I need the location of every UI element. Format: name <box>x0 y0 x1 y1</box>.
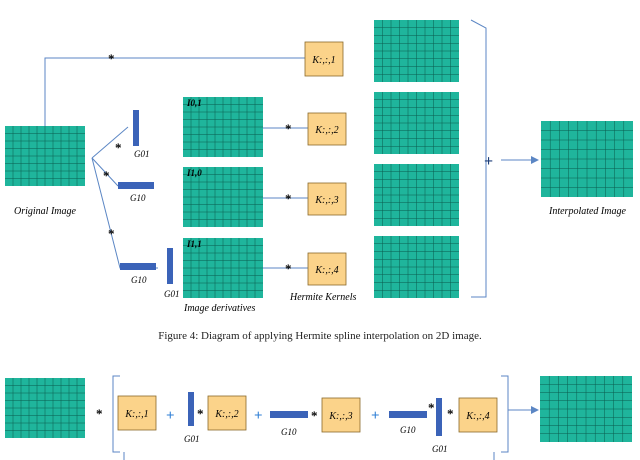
bottom-kernel-label-3: K:,:,3 <box>328 411 352 422</box>
star-op-6: * <box>285 191 292 206</box>
filter-g01-2-bar <box>167 248 173 284</box>
bottom-filter-g01-2-bar <box>436 398 442 436</box>
bottom-input-image <box>5 378 85 438</box>
bottom-plus-3: + <box>371 408 380 424</box>
star-op-7: * <box>285 261 292 276</box>
connectors-top <box>44 19 539 298</box>
bottom-filter-g01-2-label: G01 <box>432 444 448 454</box>
bottom-star-1: * <box>96 406 103 421</box>
kernel-box-4: K:,:,4 <box>307 252 347 286</box>
bottom-filter-g10-2-bar <box>389 411 427 418</box>
bottom-kernel-3: K:,:,3 <box>321 397 361 433</box>
bottom-star-2: * <box>197 406 204 421</box>
derivative-label-i11: I1,1 <box>186 239 202 249</box>
star-op-4: * <box>108 226 115 241</box>
derivative-label-i01: I0,1 <box>186 98 202 108</box>
filter-g10-2-bar <box>120 263 156 270</box>
bottom-brackets <box>112 375 539 460</box>
plus-op-top: + <box>484 153 493 170</box>
kernel-image-1 <box>374 20 459 82</box>
figure-caption: Figure 4: Diagram of applying Hermite sp… <box>158 330 482 342</box>
interpolated-image-label: Interpolated Image <box>548 206 626 217</box>
kernel-label-4: K:,:,4 <box>314 265 338 276</box>
bottom-output-image <box>540 376 632 442</box>
star-op-2: * <box>115 140 122 155</box>
bottom-filter-g01-bar <box>188 392 194 426</box>
original-image <box>5 126 85 186</box>
kernel-image-2 <box>374 92 459 154</box>
original-image-label: Original Image <box>14 206 77 217</box>
hermite-kernels-label: Hermite Kernels <box>289 292 356 303</box>
derivative-label-i10: I1,0 <box>186 168 202 178</box>
bottom-plus-2: + <box>254 408 263 424</box>
line-to-g10 <box>91 157 119 187</box>
interpolated-image <box>541 121 633 197</box>
bottom-kernel-label-1: K:,:,1 <box>124 409 148 420</box>
kernel-label-3: K:,:,3 <box>314 195 338 206</box>
image-derivatives-label: Image derivatives <box>183 303 255 314</box>
filter-g10-bar <box>118 182 154 189</box>
line-original-to-k1 <box>44 57 305 126</box>
star-op-1: * <box>108 51 115 66</box>
kernel-box-2: K:,:,2 <box>307 112 347 146</box>
derivative-image-i11 <box>183 238 263 298</box>
star-op-5: * <box>285 121 292 136</box>
bottom-plus-1: + <box>166 408 175 424</box>
star-op-3: * <box>103 168 110 183</box>
derivative-image-i01 <box>183 97 263 157</box>
bracket-kernels <box>470 19 487 298</box>
bottom-filter-g10-bar <box>270 411 308 418</box>
bottom-filter-g10-label: G10 <box>281 427 297 437</box>
bottom-kernel-4: K:,:,4 <box>458 397 498 433</box>
bottom-kernel-label-2: K:,:,2 <box>214 409 238 420</box>
derivative-image-i10 <box>183 167 263 227</box>
bottom-kernel-label-4: K:,:,4 <box>465 411 489 422</box>
bottom-filter-g10-2-label: G10 <box>400 425 416 435</box>
bottom-kernel-2: K:,:,2 <box>207 395 247 431</box>
kernel-image-3 <box>374 164 459 226</box>
filter-g01-top-label: G01 <box>134 149 150 159</box>
filter-g01-2-label: G01 <box>164 289 180 299</box>
kernel-label-2: K:,:,2 <box>314 125 338 136</box>
line-to-g01-top <box>91 126 129 159</box>
bottom-star-4: * <box>428 400 435 415</box>
kernel-box-1: K:,:,1 <box>304 41 344 77</box>
filter-g10-2-label: G10 <box>131 275 147 285</box>
kernel-label-1: K:,:,1 <box>311 55 335 66</box>
filter-g01-top-bar <box>133 110 139 146</box>
bottom-kernel-1: K:,:,1 <box>117 395 157 431</box>
kernel-box-3: K:,:,3 <box>307 182 347 216</box>
line-to-g10-g01 <box>91 157 158 269</box>
bottom-filter-g01-label: G01 <box>184 434 200 444</box>
kernel-image-4 <box>374 236 459 298</box>
filter-g10-label: G10 <box>130 193 146 203</box>
bottom-star-3: * <box>311 408 318 423</box>
bottom-star-5: * <box>447 406 454 421</box>
